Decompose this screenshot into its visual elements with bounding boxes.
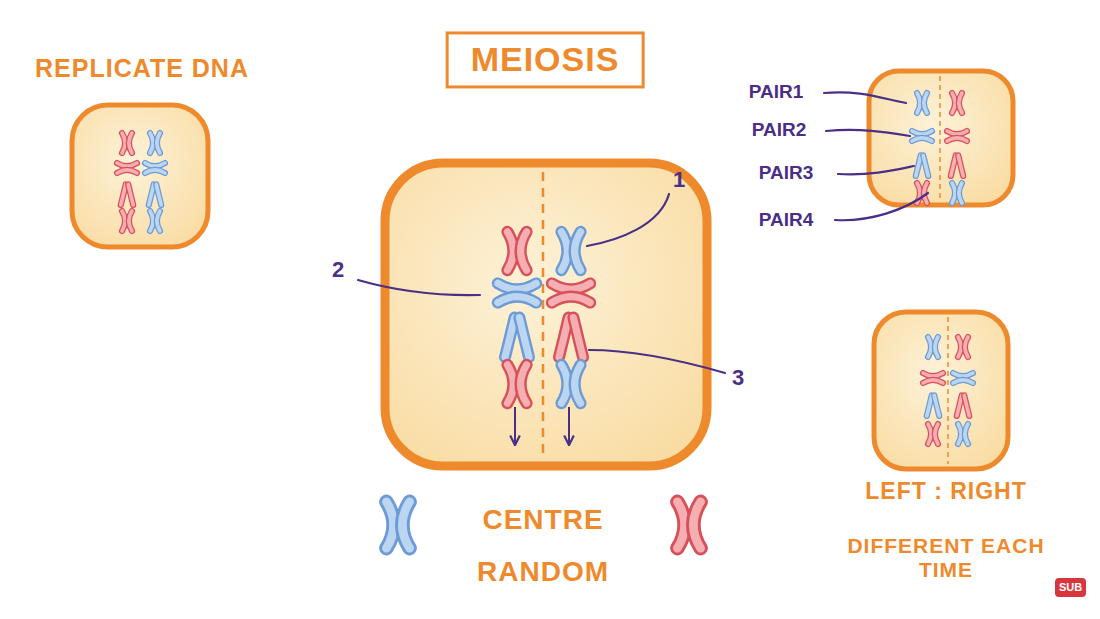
chromosome (121, 184, 133, 204)
movement-arrow (514, 407, 516, 444)
chromosome (505, 318, 529, 358)
leader-line (358, 280, 480, 295)
cell-membrane (869, 71, 1013, 205)
chromosome (927, 395, 939, 415)
cell-equator (939, 76, 941, 200)
cell (385, 163, 707, 466)
cell (72, 105, 208, 247)
chromosome (928, 424, 938, 444)
chromosome (958, 424, 968, 444)
callout-number: 1 (673, 167, 685, 192)
chromosome (947, 131, 967, 141)
chromosome (122, 133, 132, 153)
chromosome (912, 131, 932, 141)
cell (874, 312, 1008, 469)
chromosome (150, 133, 160, 153)
leader-line (835, 193, 928, 220)
note-label: RANDOM (477, 556, 609, 588)
chromosome (923, 373, 943, 383)
cell-membrane (72, 105, 208, 247)
chromosome (498, 283, 536, 302)
chromosome (561, 232, 580, 270)
cell-membrane (385, 163, 707, 466)
title: MEIOSIS (446, 31, 645, 88)
note-label: DIFFERENT EACH TIME (839, 534, 1054, 582)
leader-line (838, 166, 914, 174)
chromosome (559, 318, 583, 358)
chromosome (507, 232, 526, 270)
note-label: CENTRE (482, 504, 603, 536)
chromosome (928, 337, 938, 357)
watermark-badge: SUB (1055, 578, 1086, 597)
chromosome (916, 155, 928, 175)
cell-membrane (874, 312, 1008, 469)
chromosome (150, 211, 160, 231)
chromosome (951, 155, 963, 175)
chromosome (561, 365, 580, 403)
chromosome (952, 183, 962, 203)
callout-number: 2 (332, 257, 344, 282)
chromosome (386, 502, 409, 548)
chromosome (117, 163, 137, 173)
pair-label: PAIR2 (752, 119, 807, 141)
chromosome (958, 337, 968, 357)
chromosome (149, 184, 161, 204)
chromosome (917, 93, 927, 113)
chromosome (122, 211, 132, 231)
movement-arrow (568, 407, 570, 444)
chromosome (957, 395, 969, 415)
chromosome (952, 93, 962, 113)
callout-number: 3 (732, 365, 744, 390)
leader-line (589, 350, 725, 373)
leader-line (826, 130, 910, 136)
pair-label: PAIR3 (759, 162, 814, 184)
chromosome (677, 502, 700, 548)
cell-equator (947, 317, 949, 464)
chromosome (953, 373, 973, 383)
cell-equator (542, 172, 545, 457)
leader-line (587, 194, 669, 246)
pair-label: PAIR4 (759, 209, 814, 231)
cell (869, 71, 1013, 205)
leader-line (824, 92, 906, 103)
badge-text: SUB (1059, 581, 1082, 594)
chromosome (145, 163, 165, 173)
chromosome (552, 283, 590, 302)
note-label: LEFT : RIGHT (865, 478, 1026, 504)
pair-label: PAIR1 (749, 81, 804, 103)
step-label: REPLICATE DNA (35, 54, 249, 83)
chromosome (507, 365, 526, 403)
